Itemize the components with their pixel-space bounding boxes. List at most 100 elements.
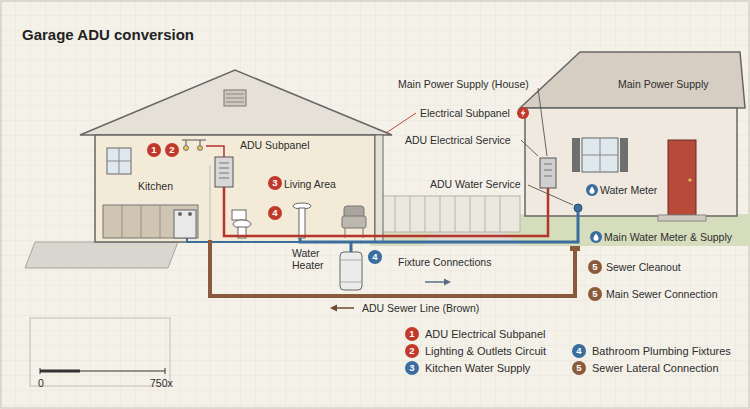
kitchen	[174, 210, 196, 238]
adu-building	[226, 94, 244, 102]
main-house	[582, 138, 618, 172]
fence	[380, 196, 520, 232]
kitchen	[186, 140, 200, 146]
label: Main Water Meter & Supply	[604, 231, 732, 243]
adu-building	[375, 135, 383, 242]
leader-lines	[528, 185, 573, 205]
leader-lines	[521, 140, 538, 156]
diagram-title: Garage ADU conversion	[22, 26, 194, 43]
flow-arrows	[444, 279, 451, 286]
water-line	[187, 212, 578, 252]
legend-swatch: 3	[405, 361, 419, 375]
chair	[342, 206, 366, 238]
label: Main Power Supply (House)	[398, 78, 529, 90]
label: Electrical Subpanel	[420, 107, 510, 119]
main-house	[620, 138, 628, 172]
fence	[380, 196, 520, 232]
label: ADU Electrical Service	[405, 134, 511, 146]
sewer-line	[210, 240, 575, 296]
callout-number: 2	[165, 143, 179, 157]
legend-swatch: 5	[572, 361, 586, 375]
kitchen	[107, 148, 131, 174]
water-heater	[340, 260, 362, 282]
callout-number: 3	[268, 176, 282, 190]
kitchen	[184, 146, 189, 151]
flow-arrows	[330, 305, 337, 312]
bathroom	[232, 210, 246, 220]
fence	[395, 196, 500, 232]
legend-swatch: 2	[405, 344, 419, 358]
icons	[517, 107, 602, 243]
icons	[590, 231, 602, 243]
callout-number: 2	[405, 344, 419, 358]
bathroom	[299, 208, 305, 238]
flow-arrows	[336, 307, 354, 309]
water-line	[350, 242, 353, 252]
kitchen	[178, 212, 182, 216]
kitchen	[198, 146, 203, 151]
main-house	[574, 204, 582, 212]
water-line	[300, 212, 578, 242]
adu-building	[80, 70, 392, 242]
main-house	[582, 138, 618, 172]
bathroom	[232, 203, 311, 238]
label: 750x	[150, 377, 173, 389]
sewer-cleanout	[570, 246, 580, 251]
callout-number: 3	[405, 361, 419, 375]
main-house	[688, 178, 691, 181]
callout-number: 4	[572, 344, 586, 358]
adu-subpanel	[215, 157, 233, 187]
callout-number: 5	[588, 287, 602, 301]
callout-number: 1	[147, 143, 161, 157]
water-heater	[340, 252, 362, 290]
main-house	[540, 158, 556, 188]
sewer-cleanout	[570, 246, 580, 251]
kitchen	[103, 140, 206, 238]
main-house	[520, 52, 745, 108]
label: ADU Sewer Line (Brown)	[362, 302, 479, 314]
label: 0	[38, 377, 44, 389]
adu-building	[210, 165, 211, 242]
callout-number: 5	[572, 361, 586, 375]
icons	[521, 109, 526, 117]
scale-bar	[40, 370, 80, 373]
label: Living Area	[284, 178, 336, 190]
main-house	[520, 52, 745, 221]
chair	[342, 216, 366, 228]
driveway	[25, 242, 178, 268]
label: Fixture Connections	[398, 256, 491, 268]
flow-arrows	[425, 281, 445, 283]
scale-bar	[30, 318, 170, 386]
adu-subpanel	[206, 146, 233, 187]
electrical-line	[224, 187, 548, 236]
water-line	[187, 238, 300, 242]
sewer-line	[210, 240, 575, 296]
label: Main Sewer Connection	[606, 288, 717, 300]
leader-lines	[538, 88, 547, 156]
water-heater	[340, 252, 362, 290]
label: Kitchen	[138, 180, 173, 192]
adu-building	[80, 70, 392, 135]
kitchen	[122, 205, 160, 238]
legend-swatch: 1	[405, 327, 419, 341]
label: Main Power Supply	[618, 78, 708, 90]
legend-text: ADU Electrical Subpanel	[425, 328, 545, 340]
icons	[594, 234, 599, 241]
icons	[590, 187, 595, 194]
main-house	[572, 138, 580, 172]
label: Sewer Cleanout	[606, 261, 681, 273]
scale-bar	[30, 318, 170, 386]
driveway	[25, 242, 178, 268]
callout-number: 1	[405, 327, 419, 341]
legend-text: Kitchen Water Supply	[425, 362, 530, 374]
main-house	[525, 108, 737, 216]
icons	[586, 184, 598, 196]
callout-number: 4	[368, 250, 382, 264]
kitchen	[188, 212, 192, 216]
legend-text: Sewer Lateral Connection	[592, 362, 719, 374]
main-house	[658, 215, 706, 221]
leader-lines	[386, 88, 573, 205]
